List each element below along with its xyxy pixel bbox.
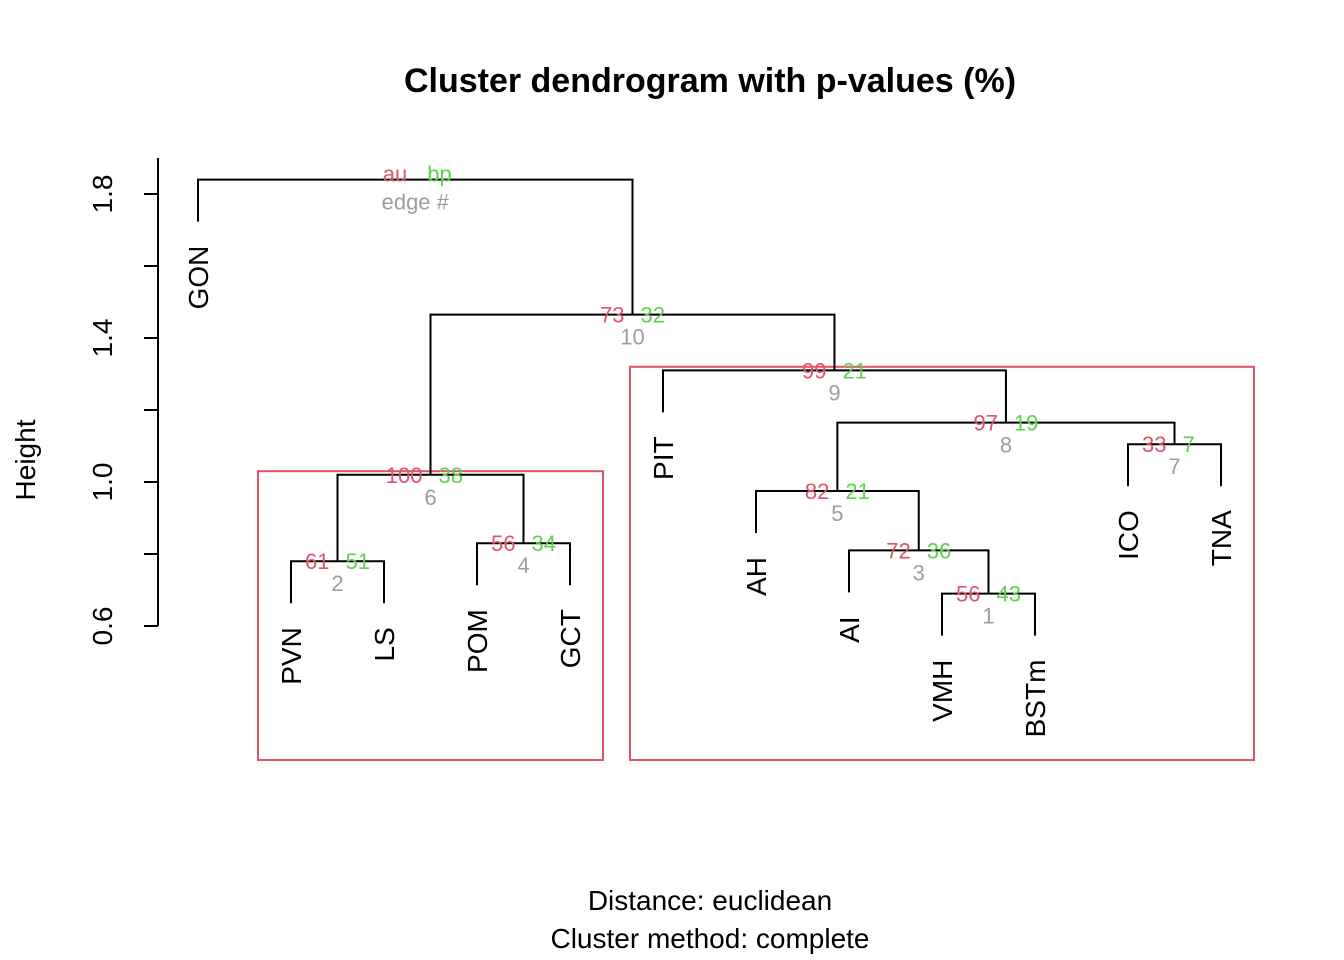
leaf-label-ls: LS — [369, 627, 400, 661]
leaf-label-pit: PIT — [648, 436, 679, 480]
x-axis-label-method: Cluster method: complete — [550, 923, 869, 954]
au-value: 61 — [305, 549, 329, 574]
cluster-box-1 — [257, 470, 604, 761]
edge-number: 6 — [424, 485, 436, 510]
dendrogram-branches — [197, 178, 1222, 636]
bp-value: 21 — [842, 358, 866, 383]
bp-value: 21 — [845, 479, 869, 504]
leaf-label-gon: GON — [183, 246, 214, 310]
bp-value: 34 — [532, 531, 556, 556]
dendrogram-branch- — [197, 178, 634, 315]
y-axis-label: Height — [10, 419, 41, 500]
legend-au: au — [383, 162, 407, 187]
y-tick-label: 1.0 — [87, 463, 118, 502]
bp-value: 51 — [346, 549, 370, 574]
edge-number: 9 — [828, 380, 840, 405]
leaf-label-ah: AH — [741, 557, 772, 596]
edge-number: 5 — [831, 501, 843, 526]
y-tick-label: 1.8 — [87, 175, 118, 214]
legend-edge: edge # — [382, 190, 450, 215]
au-value: 56 — [491, 531, 515, 556]
au-value: 73 — [600, 303, 624, 328]
edge-number: 7 — [1168, 454, 1180, 479]
chart-title: Cluster dendrogram with p-values (%) — [404, 62, 1016, 100]
leaf-label-ai: AI — [834, 616, 865, 642]
au-value: 72 — [886, 538, 910, 563]
leaf-label-tna: TNA — [1206, 510, 1237, 566]
bp-value: 38 — [439, 463, 463, 488]
leaf-label-pvn: PVN — [276, 627, 307, 685]
edge-number: 8 — [1000, 433, 1012, 458]
p-value-legend: au bp edge # — [382, 162, 452, 215]
edge-number: 3 — [913, 560, 925, 585]
bp-value: 7 — [1183, 432, 1195, 457]
y-tick-label: 1.4 — [87, 319, 118, 358]
cluster-box-2 — [629, 365, 1255, 761]
au-value: 100 — [386, 463, 423, 488]
au-value: 33 — [1142, 432, 1166, 457]
bp-value: 19 — [1014, 411, 1038, 436]
leaf-label-ico: ICO — [1113, 510, 1144, 560]
edge-number: 1 — [982, 604, 994, 629]
x-axis-label-distance: Distance: euclidean — [588, 885, 832, 916]
edge-number: 4 — [517, 553, 529, 578]
bp-value: 43 — [997, 582, 1021, 607]
au-value: 99 — [802, 358, 826, 383]
legend-bp: bp — [427, 162, 451, 187]
y-tick-label: 0.6 — [87, 607, 118, 646]
bp-value: 36 — [927, 538, 951, 563]
y-axis: 0.6 1.0 1.4 1.8 — [87, 158, 159, 646]
leaf-label-gct: GCT — [555, 609, 586, 668]
au-value: 82 — [805, 479, 829, 504]
leaf-label-bstm: BSTm — [1020, 660, 1051, 738]
au-value: 97 — [973, 411, 997, 436]
leaf-labels: GON PVN LS POM GCT PIT AH AI VMH BSTm ICO TNA — [183, 246, 1237, 738]
leaf-label-vmh: VMH — [927, 660, 958, 722]
bp-value: 32 — [640, 303, 664, 328]
leaf-label-pom: POM — [462, 609, 493, 673]
au-value: 56 — [956, 582, 980, 607]
edge-number: 10 — [620, 325, 644, 350]
edge-number: 2 — [331, 571, 343, 596]
